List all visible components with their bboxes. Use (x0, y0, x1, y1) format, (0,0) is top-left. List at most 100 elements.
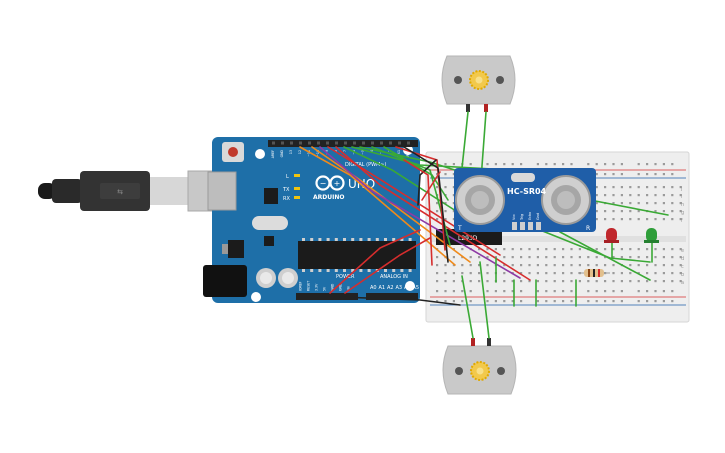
breadboard-hole[interactable] (620, 194, 623, 197)
breadboard-hole[interactable] (612, 272, 615, 275)
breadboard-hole[interactable] (612, 264, 615, 267)
breadboard-hole[interactable] (654, 290, 657, 293)
breadboard-hole[interactable] (654, 280, 657, 283)
breadboard-hole[interactable] (629, 194, 632, 197)
breadboard-hole[interactable] (478, 264, 481, 267)
led-red[interactable] (604, 228, 619, 243)
breadboard-hole[interactable] (679, 264, 682, 267)
header-pin[interactable] (290, 141, 293, 145)
breadboard-hole[interactable] (570, 248, 573, 251)
breadboard-hole[interactable] (536, 163, 539, 166)
breadboard-hole[interactable] (469, 264, 472, 267)
breadboard-hole[interactable] (469, 280, 472, 283)
breadboard-hole[interactable] (662, 248, 665, 251)
header-pin[interactable] (389, 141, 392, 145)
breadboard-hole[interactable] (646, 300, 649, 303)
breadboard-hole[interactable] (461, 300, 464, 303)
usb-cable[interactable]: ⇆ (38, 170, 225, 212)
breadboard-hole[interactable] (553, 290, 556, 293)
breadboard-hole[interactable] (478, 272, 481, 275)
breadboard-hole[interactable] (520, 264, 523, 267)
breadboard-hole[interactable] (511, 264, 514, 267)
breadboard-hole[interactable] (478, 256, 481, 259)
breadboard-hole[interactable] (452, 173, 455, 176)
breadboard-hole[interactable] (494, 256, 497, 259)
breadboard-hole[interactable] (671, 264, 674, 267)
header-pin[interactable] (353, 141, 356, 145)
breadboard-hole[interactable] (604, 264, 607, 267)
breadboard-hole[interactable] (553, 280, 556, 283)
breadboard-hole[interactable] (461, 272, 464, 275)
breadboard-hole[interactable] (528, 264, 531, 267)
breadboard-hole[interactable] (612, 300, 615, 303)
breadboard-hole[interactable] (595, 264, 598, 267)
breadboard-hole[interactable] (469, 272, 472, 275)
breadboard-hole[interactable] (570, 163, 573, 166)
breadboard-hole[interactable] (562, 264, 565, 267)
breadboard-hole[interactable] (452, 186, 455, 189)
breadboard-hole[interactable] (595, 194, 598, 197)
breadboard-hole[interactable] (646, 194, 649, 197)
breadboard-hole[interactable] (436, 280, 439, 283)
breadboard-hole[interactable] (595, 163, 598, 166)
dc-motor-bottom[interactable] (442, 338, 517, 395)
breadboard-hole[interactable] (654, 264, 657, 267)
breadboard-hole[interactable] (520, 300, 523, 303)
breadboard-hole[interactable] (545, 264, 548, 267)
breadboard-hole[interactable] (671, 218, 674, 221)
breadboard-hole[interactable] (444, 202, 447, 205)
breadboard-hole[interactable] (620, 248, 623, 251)
breadboard-hole[interactable] (536, 272, 539, 275)
power-jack[interactable] (203, 265, 247, 297)
breadboard-hole[interactable] (671, 300, 674, 303)
breadboard-hole[interactable] (444, 163, 447, 166)
breadboard-hole[interactable] (612, 163, 615, 166)
breadboard-hole[interactable] (662, 163, 665, 166)
breadboard-hole[interactable] (528, 256, 531, 259)
breadboard-hole[interactable] (662, 173, 665, 176)
breadboard-hole[interactable] (444, 300, 447, 303)
breadboard-hole[interactable] (511, 280, 514, 283)
breadboard-hole[interactable] (662, 202, 665, 205)
breadboard-hole[interactable] (503, 300, 506, 303)
breadboard-hole[interactable] (444, 173, 447, 176)
breadboard-hole[interactable] (595, 290, 598, 293)
breadboard-hole[interactable] (646, 163, 649, 166)
breadboard-hole[interactable] (637, 163, 640, 166)
breadboard-hole[interactable] (671, 202, 674, 205)
breadboard-hole[interactable] (562, 300, 565, 303)
breadboard-hole[interactable] (511, 290, 514, 293)
breadboard-hole[interactable] (646, 202, 649, 205)
breadboard-hole[interactable] (620, 280, 623, 283)
header-pin[interactable] (272, 141, 275, 145)
breadboard-hole[interactable] (578, 280, 581, 283)
breadboard-hole[interactable] (671, 248, 674, 251)
breadboard-hole[interactable] (562, 272, 565, 275)
breadboard-hole[interactable] (494, 290, 497, 293)
breadboard-hole[interactable] (452, 218, 455, 221)
breadboard-hole[interactable] (604, 173, 607, 176)
breadboard-hole[interactable] (595, 256, 598, 259)
breadboard-hole[interactable] (612, 202, 615, 205)
breadboard-hole[interactable] (545, 300, 548, 303)
analog-header[interactable] (366, 293, 418, 300)
breadboard-hole[interactable] (662, 272, 665, 275)
breadboard-hole[interactable] (637, 256, 640, 259)
breadboard-hole[interactable] (646, 186, 649, 189)
breadboard-hole[interactable] (612, 290, 615, 293)
breadboard-hole[interactable] (654, 300, 657, 303)
breadboard-hole[interactable] (662, 218, 665, 221)
breadboard-hole[interactable] (662, 280, 665, 283)
breadboard-hole[interactable] (444, 186, 447, 189)
breadboard-hole[interactable] (444, 280, 447, 283)
breadboard-hole[interactable] (612, 256, 615, 259)
breadboard-hole[interactable] (444, 290, 447, 293)
breadboard-hole[interactable] (637, 210, 640, 213)
breadboard-hole[interactable] (679, 194, 682, 197)
breadboard-hole[interactable] (469, 290, 472, 293)
header-pin[interactable] (299, 141, 302, 145)
breadboard-hole[interactable] (671, 272, 674, 275)
breadboard-hole[interactable] (436, 256, 439, 259)
breadboard-hole[interactable] (545, 290, 548, 293)
breadboard-hole[interactable] (620, 163, 623, 166)
